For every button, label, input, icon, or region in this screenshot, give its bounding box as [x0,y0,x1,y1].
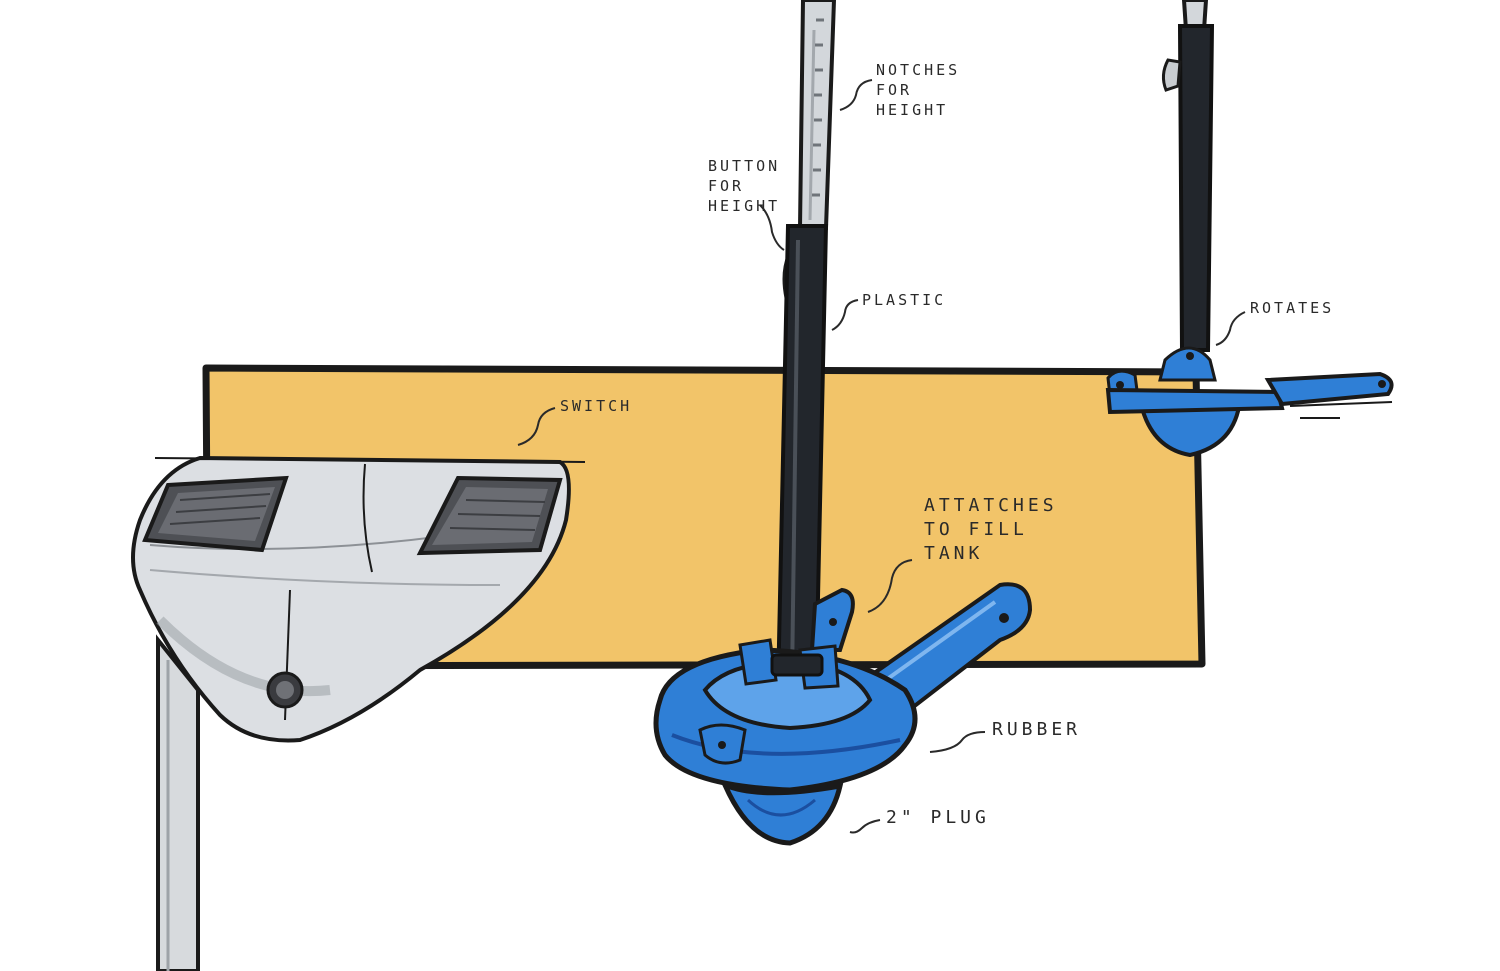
button-label-line-2: FOR [708,176,780,196]
rubber-label: RUBBER [992,720,1081,740]
notches-label-line-2: FOR [876,80,960,100]
rotates-label: ROTATES [1250,298,1334,318]
left-support-pole [158,640,198,971]
attaches-label-line-1: ATTATCHES [924,494,1058,518]
button-label: BUTTON FOR HEIGHT [708,156,780,216]
attaches-label-line-2: TO FILL [924,518,1058,542]
rotating-lever-arm [1268,374,1392,404]
attaches-label: ATTATCHES TO FILL TANK [924,494,1058,566]
button-label-line-1: BUTTON [708,156,780,176]
notches-label: NOTCHES FOR HEIGHT [876,60,960,120]
solar-panel-icon [145,478,286,550]
notches-label-line-3: HEIGHT [876,100,960,120]
switch-housing-icon [133,458,585,971]
plug-label: 2" PLUG [886,808,990,828]
notches-label-line-1: NOTCHES [876,60,960,80]
button-label-line-3: HEIGHT [708,196,780,216]
switch-label: SWITCH [560,396,632,416]
attaches-label-line-3: TANK [924,542,1058,566]
plastic-label: PLASTIC [862,290,946,310]
right-plastic-tube [1180,26,1212,350]
